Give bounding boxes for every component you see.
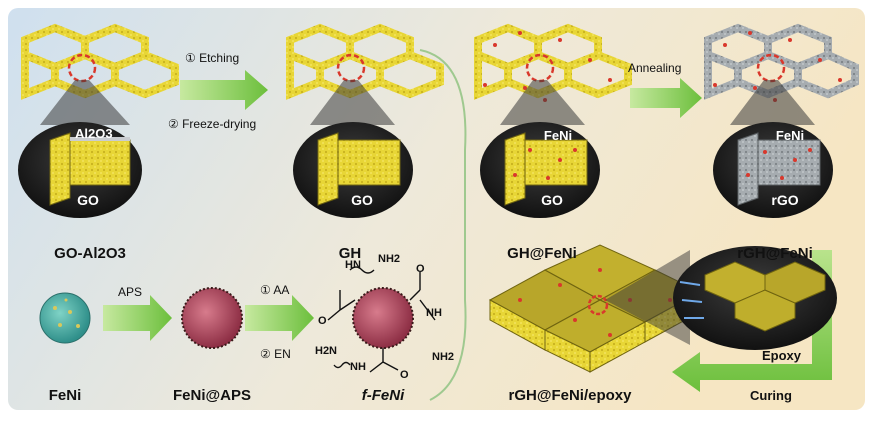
step-etching: ① Etching [185, 51, 239, 65]
chem-nh-right: NH [426, 307, 442, 319]
feni-particle-texture [53, 298, 80, 328]
zoom-beam [730, 80, 815, 125]
chem-nh-top: HN [345, 259, 361, 271]
arrow-aps [103, 295, 172, 341]
inset-wall-b [69, 139, 131, 186]
inset-feni-dots [746, 148, 812, 180]
inset-label-go: GO [541, 192, 563, 208]
inset-wall-b [337, 139, 401, 186]
inset-wall-a [317, 132, 339, 206]
step-freeze-drying: ② Freeze-drying [168, 117, 256, 131]
zoom-beam [500, 80, 585, 125]
zoom-beam [40, 80, 130, 125]
inset-label-feni: FeNi [776, 128, 804, 143]
arrow-aa-en [245, 295, 314, 341]
step-aa: ① AA [260, 283, 289, 297]
chem-o-top: O [416, 263, 425, 275]
chem-o-bottom: O [400, 369, 409, 381]
label-feni-aps: FeNi@APS [173, 387, 251, 404]
label-feni: FeNi [49, 387, 82, 404]
inset-wall-a [504, 132, 526, 206]
chem-h2n-bottom: H2N [315, 345, 337, 357]
step-annealing: Annealing [628, 61, 681, 75]
epoxy-flow-arrows [679, 281, 704, 319]
label-f-feni: f-FeNi [362, 387, 405, 404]
inset-wall-b [524, 139, 588, 186]
section-divider [419, 49, 467, 401]
step-en: ② EN [260, 347, 291, 361]
step-epoxy: Epoxy [762, 348, 802, 363]
arrow-annealing [630, 78, 702, 118]
inset-label-go: GO [351, 192, 373, 208]
step-aps: APS [118, 285, 142, 299]
chem-nh2-top: NH2 [378, 253, 400, 265]
label-rgh-feni: rGH@FeNi [737, 245, 812, 262]
inset-label-go: GO [77, 192, 99, 208]
inset-wall-a [737, 132, 759, 206]
label-gh-feni: GH@FeNi [507, 245, 577, 262]
label-rgh-feni-epoxy: rGH@FeNi/epoxy [509, 387, 633, 404]
inset-epoxy-hexagons [704, 261, 826, 332]
inset-wall-b [757, 139, 821, 186]
chem-nh2-right: NH2 [432, 351, 454, 363]
feni-aps-particle [181, 287, 243, 349]
inset-feni-dots [513, 148, 577, 180]
zoom-marker [587, 294, 609, 316]
inset-label-rgo: rGO [771, 192, 798, 208]
zoom-beam [310, 80, 395, 125]
zoom-beam [605, 250, 690, 345]
honeycomb-go-al2o3 [21, 23, 179, 100]
arrow-etching [180, 70, 268, 110]
chem-nh-bottom: NH [350, 361, 366, 373]
inset-wall-a [49, 132, 71, 206]
feni-particle [39, 292, 91, 344]
f-feni-particle [352, 287, 414, 349]
f-feni-bonds [327, 266, 436, 373]
inset-label-feni: FeNi [544, 128, 572, 143]
step-curing: Curing [750, 388, 792, 403]
label-go-al2o3: GO-Al2O3 [54, 245, 126, 262]
chem-o-left: O [318, 315, 327, 327]
label-gh: GH [339, 245, 362, 262]
inset-label-al2o3: Al2O3 [75, 126, 113, 141]
al2o3-layer [70, 137, 130, 141]
